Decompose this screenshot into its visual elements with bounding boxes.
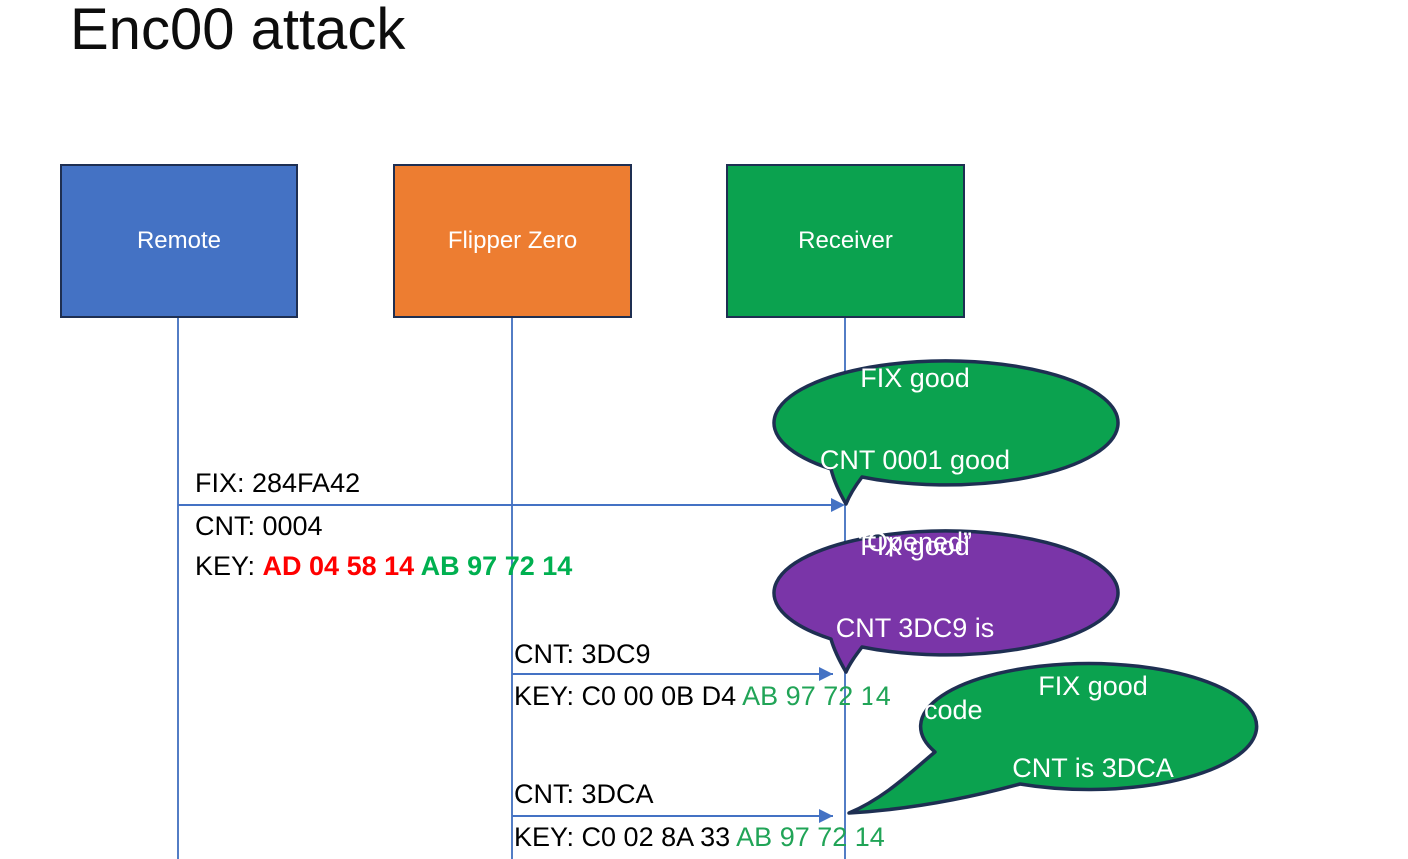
message2-arrowhead-icon bbox=[819, 667, 833, 681]
actor-label-flipper-zero: Flipper Zero bbox=[447, 227, 578, 254]
message3-arrowhead-icon bbox=[819, 809, 833, 823]
callout2-text: FIX good CNT 3DC9 is future code bbox=[755, 526, 1075, 731]
message1-arrow-line bbox=[178, 504, 833, 506]
message1-cnt-label: CNT: 0004 bbox=[195, 511, 323, 541]
message3-cnt-label: CNT: 3DCA bbox=[514, 779, 654, 809]
actor-box-receiver: Receiver bbox=[726, 164, 965, 318]
callout1-line3: “Opened” bbox=[857, 527, 973, 557]
callout1-line1: FIX good bbox=[860, 363, 970, 393]
callout1-line2: CNT 0001 good bbox=[819, 445, 1011, 475]
callout1-text: FIX good CNT 0001 good “Opened” bbox=[755, 358, 1075, 563]
actor-box-remote: Remote bbox=[60, 164, 298, 318]
message1-key-label: KEY: AD 04 58 14 AB 97 72 14 bbox=[195, 551, 572, 582]
callout3-line1: FIX good bbox=[1038, 671, 1148, 701]
lifeline-flipper-zero bbox=[511, 318, 513, 859]
message2-cnt-label: CNT: 3DC9 bbox=[514, 639, 651, 669]
lifeline-remote bbox=[177, 318, 179, 859]
callout3-text: FIX good CNT is 3DCA “Opened” bbox=[933, 666, 1253, 859]
message3-key-prefix: KEY: C0 02 8A 33 bbox=[514, 822, 737, 852]
page-title: Enc00 attack bbox=[70, 0, 406, 62]
actor-label-receiver: Receiver bbox=[798, 227, 893, 254]
message1-key-prefix: KEY: bbox=[195, 551, 263, 581]
message3-key-label: KEY: C0 02 8A 33 AB 97 72 14 bbox=[514, 822, 885, 853]
callout2-line1: FIX good bbox=[860, 531, 970, 561]
message1-fix-label: FIX: 284FA42 bbox=[195, 468, 361, 498]
callout2-line2: CNT 3DC9 is bbox=[835, 613, 995, 643]
message3-key-green-bytes: AB 97 72 14 bbox=[736, 822, 885, 852]
message1-key-red-bytes: AD 04 58 14 bbox=[262, 551, 421, 581]
callout2-line3: future code bbox=[847, 695, 983, 725]
message3-arrow-line bbox=[512, 815, 833, 817]
message2-key-green-bytes: AB 97 72 14 bbox=[742, 681, 891, 711]
callout1-bubble-shape bbox=[772, 359, 1120, 506]
actor-box-flipper-zero: Flipper Zero bbox=[393, 164, 632, 318]
message1-arrowhead-icon bbox=[831, 498, 845, 512]
callout3-line2: CNT is 3DCA bbox=[1012, 753, 1174, 783]
callout3-bubble-shape bbox=[847, 661, 1259, 815]
actor-label-remote: Remote bbox=[136, 227, 222, 254]
callout3-line3: “Opened” bbox=[1035, 835, 1151, 859]
message2-key-prefix: KEY: C0 00 0B D4 bbox=[514, 681, 743, 711]
message2-key-label: KEY: C0 00 0B D4 AB 97 72 14 bbox=[514, 681, 891, 712]
message2-arrow-line bbox=[512, 673, 833, 675]
callout2-bubble-shape bbox=[772, 529, 1120, 674]
message1-key-green-bytes: AB 97 72 14 bbox=[420, 551, 573, 581]
